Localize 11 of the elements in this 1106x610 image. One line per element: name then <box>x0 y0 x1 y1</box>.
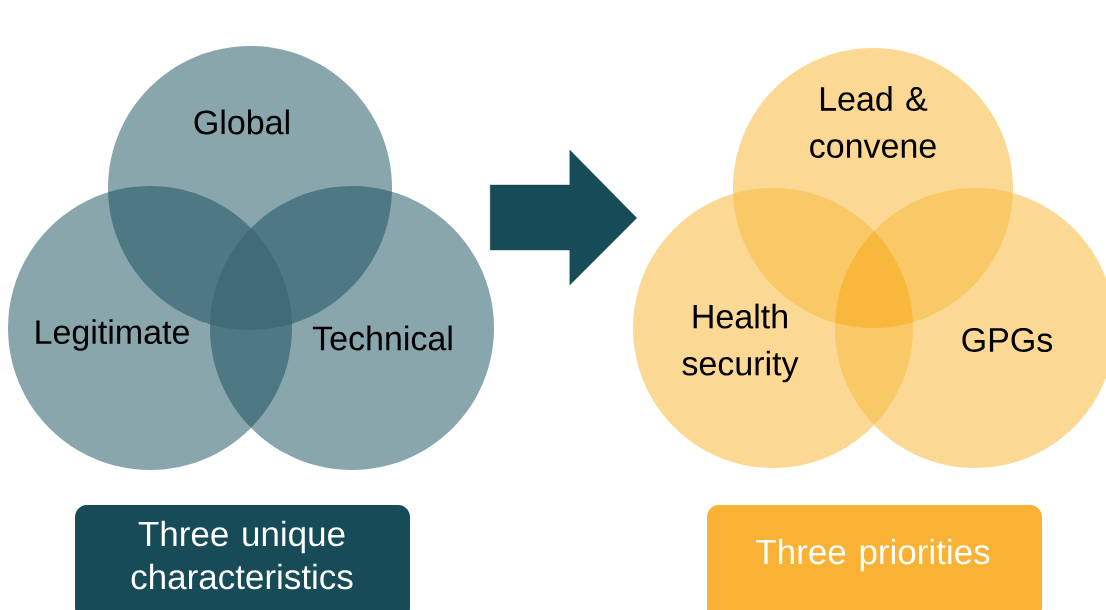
label-box: Three unique characteristics <box>75 505 410 610</box>
circle-label: GPGs <box>962 327 1053 353</box>
circle-label: Technical <box>312 325 452 351</box>
circle-label: Health security <box>682 303 799 383</box>
venn-drawing <box>8 46 494 470</box>
venn-drawing <box>633 48 1106 468</box>
label-box: Three priorities <box>707 505 1042 610</box>
circle-label: Lead & convene <box>810 86 936 158</box>
circle-label: Global <box>194 109 289 135</box>
block-arrow <box>490 149 637 286</box>
circle-label: Legitimate <box>36 319 189 351</box>
